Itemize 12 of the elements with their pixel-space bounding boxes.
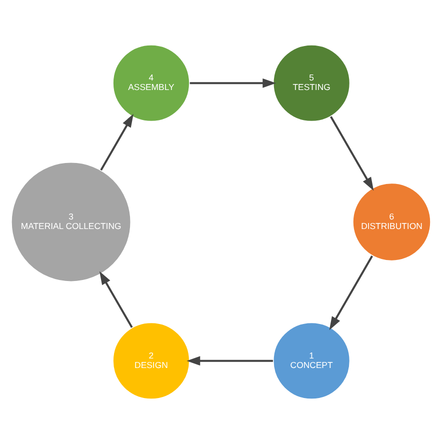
arrow bbox=[329, 254, 373, 330]
node-circle: 3 MATERIAL COLLECTING bbox=[10, 160, 132, 282]
node-circle: 1 CONCEPT bbox=[272, 321, 351, 400]
arrow bbox=[190, 78, 276, 88]
arrow bbox=[186, 356, 273, 366]
node-circle: 2 DESIGN bbox=[112, 321, 190, 400]
node-circle: 6 DISTRIBUTION bbox=[352, 182, 432, 262]
arrow bbox=[100, 113, 134, 170]
arrow bbox=[330, 116, 374, 190]
arrow bbox=[99, 270, 133, 328]
node-circle: 4 ASSEMBLY bbox=[112, 44, 190, 122]
node-circle: 5 TESTING bbox=[272, 44, 351, 122]
